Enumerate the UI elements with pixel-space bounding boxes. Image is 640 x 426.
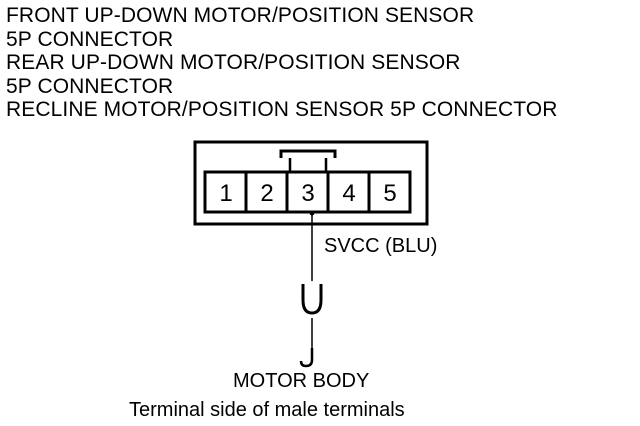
pin-2-label: 2 [260,180,273,207]
connector-housing [193,140,429,226]
pin-4-label: 4 [342,180,355,207]
title-line-2: 5P CONNECTOR [6,27,174,51]
ground-label: MOTOR BODY [233,370,370,392]
pin-5-label: 5 [383,180,396,207]
meter-symbol-icon [301,284,323,315]
title-line-1: FRONT UP-DOWN MOTOR/POSITION SENSOR [6,4,475,27]
pin-3-label: 3 [301,180,314,207]
pin-1-label: 1 [219,180,232,207]
probe-point [309,210,315,216]
title-line-4: 5P CONNECTOR [6,74,174,98]
pin-row [203,170,412,214]
wire-label: SVCC (BLU) [324,235,438,257]
title-line-5: RECLINE MOTOR/POSITION SENSOR 5P CONNECT… [6,98,558,121]
title-line-3: REAR UP-DOWN MOTOR/POSITION SENSOR [6,51,461,74]
ground-probe-icon [299,348,314,368]
view-note: Terminal side of male terminals [129,399,405,421]
connector-lock-tab [279,149,337,158]
diagram-title: FRONT UP-DOWN MOTOR/POSITION SENSOR 5P C… [6,4,636,122]
